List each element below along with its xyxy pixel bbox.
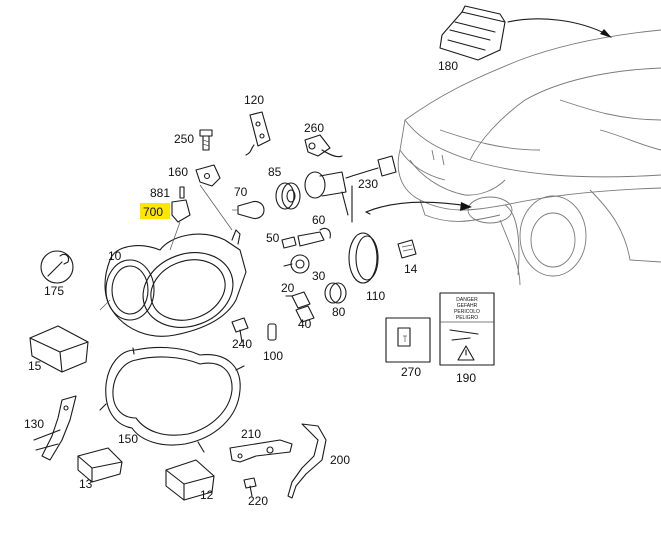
label-190[interactable]: 190 xyxy=(456,371,476,385)
label-85[interactable]: 85 xyxy=(268,165,282,179)
part-220-screw xyxy=(243,477,257,497)
warning-line-3: PERICOLO xyxy=(454,309,480,315)
highlight-box-700 xyxy=(140,203,170,219)
label-230[interactable]: 230 xyxy=(358,177,378,191)
label-10[interactable]: 10 xyxy=(108,249,122,263)
part-200-bracket xyxy=(287,423,327,499)
part-110-ring xyxy=(348,232,379,284)
part-120-bracket xyxy=(245,111,271,156)
part-number-labels: 180 120 250 260 160 85 881 70 230 700 60… xyxy=(24,59,476,508)
part-270-label xyxy=(385,317,431,363)
pointer-arrows xyxy=(365,18,612,215)
part-85-cap xyxy=(275,182,301,210)
part-13-module xyxy=(77,447,123,483)
warning-line-1: DANGER xyxy=(456,297,478,303)
warning-line-4: PELIGRO xyxy=(456,315,478,321)
part-15-module xyxy=(29,325,89,373)
label-210[interactable]: 210 xyxy=(241,427,261,441)
label-220[interactable]: 220 xyxy=(248,494,268,508)
label-180[interactable]: 180 xyxy=(438,59,458,73)
label-270[interactable]: 270 xyxy=(401,365,421,379)
label-250[interactable]: 250 xyxy=(174,132,194,146)
label-50[interactable]: 50 xyxy=(266,231,280,245)
label-260[interactable]: 260 xyxy=(304,121,324,135)
part-20-socket xyxy=(285,291,311,309)
part-150-frame xyxy=(99,346,245,453)
label-881[interactable]: 881 xyxy=(150,186,170,200)
warning-line-2: GEFAHR xyxy=(457,303,478,309)
label-30[interactable]: 30 xyxy=(312,269,326,283)
label-120[interactable]: 120 xyxy=(244,93,264,107)
part-190-warning-label: DANGER GEFAHR PERICOLO PELIGRO xyxy=(439,292,495,366)
label-13[interactable]: 13 xyxy=(79,477,93,491)
label-80[interactable]: 80 xyxy=(332,305,346,319)
part-100-pin xyxy=(267,323,277,341)
label-110[interactable]: 110 xyxy=(366,289,385,303)
label-160[interactable]: 160 xyxy=(168,165,188,179)
part-70-bulb xyxy=(232,200,265,220)
wrench-icon xyxy=(40,250,74,284)
part-240-screw xyxy=(231,317,249,343)
part-881-clip xyxy=(179,186,185,199)
car-outline xyxy=(397,29,661,286)
part-50-bulb xyxy=(281,236,297,249)
part-180-control-unit xyxy=(439,5,506,61)
label-700[interactable]: 700 xyxy=(143,205,163,219)
part-40-socket xyxy=(295,305,315,323)
label-100[interactable]: 100 xyxy=(263,349,283,363)
label-150[interactable]: 150 xyxy=(118,432,138,446)
part-130-bracket xyxy=(33,395,77,461)
label-12[interactable]: 12 xyxy=(200,488,214,502)
label-175[interactable]: 175 xyxy=(44,284,64,298)
part-14-module xyxy=(397,239,417,259)
part-250-screw xyxy=(199,129,213,151)
part-10-headlamp xyxy=(99,184,247,337)
label-15[interactable]: 15 xyxy=(28,359,42,373)
label-60[interactable]: 60 xyxy=(312,213,326,227)
label-240[interactable]: 240 xyxy=(232,337,252,351)
label-20[interactable]: 20 xyxy=(281,281,295,295)
part-230-socket xyxy=(304,155,397,223)
part-80-cap xyxy=(324,282,347,304)
part-60-bulb xyxy=(297,227,331,247)
part-160-bracket xyxy=(195,164,221,187)
label-200[interactable]: 200 xyxy=(330,453,350,467)
label-14[interactable]: 14 xyxy=(404,262,418,276)
label-70[interactable]: 70 xyxy=(234,185,248,199)
part-210-bracket xyxy=(229,439,293,463)
label-40[interactable]: 40 xyxy=(298,317,312,331)
label-130[interactable]: 130 xyxy=(24,417,44,431)
part-12-module xyxy=(165,459,215,501)
part-700-cover xyxy=(171,199,191,223)
part-30-bulb xyxy=(283,254,310,274)
part-260-bulb-holder xyxy=(304,134,343,158)
